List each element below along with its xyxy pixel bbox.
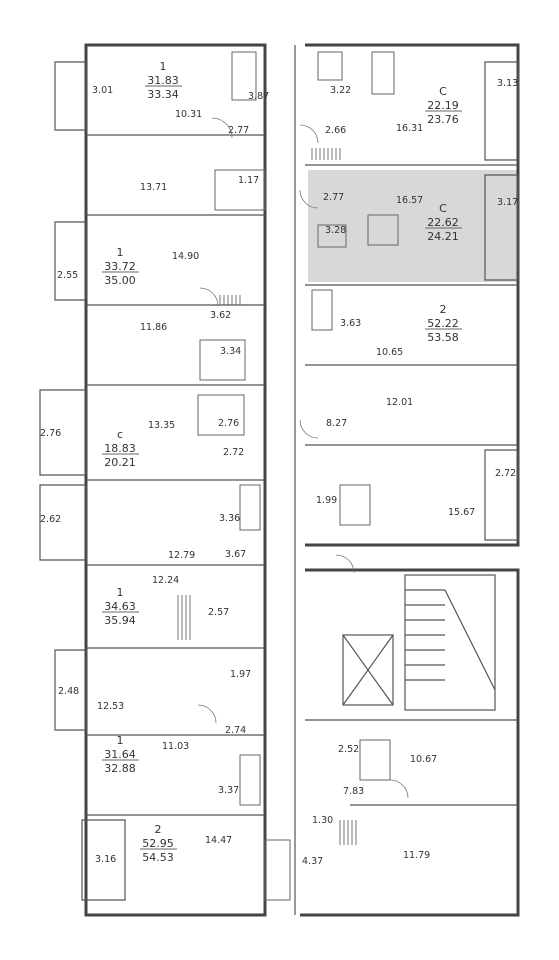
room-area-label: 3.13 [497,78,518,89]
apartment-label: 1 31.83 33.34 [147,60,179,101]
apartment-living-area: 18.83 [104,442,136,455]
room-area-label: 12.24 [152,575,179,586]
apartment-label: 1 34.63 35.94 [104,586,136,627]
apartment-total-area: 53.58 [427,331,459,344]
room-area-label: 3.22 [330,85,351,96]
room-area-label: 10.65 [376,347,403,358]
apartment-living-area: 31.83 [147,74,179,87]
room-area-labels: 3.01 10.31 3.87 2.77 3.22 2.66 16.31 3.1… [40,78,518,867]
room-area-label: 3.28 [325,225,346,236]
room-area-label: 3.63 [340,318,361,329]
room-area-label: 2.74 [225,725,246,736]
apartment-label: С 22.62 24.21 [427,202,459,243]
room-area-label: 2.55 [57,270,78,281]
room-area-label: 2.76 [40,428,61,439]
apartment-total-area: 23.76 [427,113,459,126]
apartment-rooms: 1 [117,246,124,259]
room-area-label: 15.67 [448,507,475,518]
room-area-label: 12.79 [168,550,195,561]
apartment-total-area: 24.21 [427,230,459,243]
room-area-label: 11.79 [403,850,430,861]
room-area-label: 2.72 [223,447,244,458]
room-area-label: 1.97 [230,669,251,680]
room-area-label: 3.67 [225,549,246,560]
room-area-label: 13.35 [148,420,175,431]
room-area-label: 1.30 [312,815,333,826]
room-area-label: 2.77 [228,125,249,136]
room-area-label: 7.83 [343,786,364,797]
room-area-label: 14.47 [205,835,232,846]
apartment-label: С 22.19 23.76 [427,85,459,126]
apartment-living-area: 34.63 [104,600,136,613]
apartment-label: 1 33.72 35.00 [104,246,136,287]
room-area-label: 2.48 [58,686,79,697]
room-area-label: 4.37 [302,856,323,867]
room-area-label: 1.17 [238,175,259,186]
room-area-label: 10.67 [410,754,437,765]
apartment-rooms: 2 [440,303,447,316]
apartment-living-area: 22.62 [427,216,459,229]
room-area-label: 13.71 [140,182,167,193]
room-area-label: 2.77 [323,192,344,203]
apartment-rooms: С [439,85,447,98]
room-area-label: 3.36 [219,513,240,524]
door-swings [197,117,409,799]
partition-hatching [177,148,357,845]
apartment-total-area: 33.34 [147,88,179,101]
room-area-label: 3.87 [248,91,269,102]
apartment-living-area: 31.64 [104,748,136,761]
room-area-label: 3.62 [210,310,231,321]
apartment-label: 2 52.95 54.53 [142,823,174,864]
apartment-total-area: 32.88 [104,762,136,775]
apartment-rooms: С [439,202,447,215]
room-area-label: 11.03 [162,741,189,752]
stairwell [404,574,496,711]
apartment-label: 1 31.64 32.88 [104,734,136,775]
room-area-label: 3.37 [218,785,239,796]
apartment-living-area: 33.72 [104,260,136,273]
apartment-label: с 18.83 20.21 [104,428,136,469]
apartment-total-area: 35.00 [104,274,136,287]
room-area-label: 2.72 [495,468,516,479]
sanitary-fixtures [197,51,399,901]
apartment-label: 2 52.22 53.58 [427,303,459,344]
room-area-label: 8.27 [326,418,347,429]
area-underlines [102,85,462,850]
room-area-label: 3.17 [497,197,518,208]
room-area-label: 14.90 [172,251,199,262]
apartment-total-area: 20.21 [104,456,136,469]
elevator-shaft [342,634,394,706]
apartment-total-area: 35.94 [104,614,136,627]
highlighted-apartment-fill [308,170,518,282]
room-area-label: 2.57 [208,607,229,618]
apartment-living-area: 22.19 [427,99,459,112]
room-area-label: 2.62 [40,514,61,525]
room-area-label: 3.34 [220,346,241,357]
room-area-label: 10.31 [175,109,202,120]
room-area-label: 2.66 [325,125,346,136]
apartment-rooms: с [117,428,123,441]
apartment-living-area: 52.22 [427,317,459,330]
apartment-rooms: 1 [160,60,167,73]
room-area-label: 3.01 [92,85,113,96]
room-area-label: 12.01 [386,397,413,408]
room-area-label: 12.53 [97,701,124,712]
room-area-label: 1.99 [316,495,337,506]
apartment-rooms: 1 [117,586,124,599]
room-area-label: 11.86 [140,322,167,333]
apartment-rooms: 1 [117,734,124,747]
room-area-label: 16.57 [396,195,423,206]
apartment-labels: 1 31.83 33.34 С 22.19 23.76 С 22.62 24.2… [104,60,459,864]
apartment-rooms: 2 [155,823,162,836]
apartment-total-area: 54.53 [142,851,174,864]
room-area-label: 2.76 [218,418,239,429]
room-area-label: 16.31 [396,123,423,134]
apartment-living-area: 52.95 [142,837,174,850]
room-area-label: 2.52 [338,744,359,755]
room-area-label: 3.16 [95,854,116,865]
outer-walls [39,43,520,917]
